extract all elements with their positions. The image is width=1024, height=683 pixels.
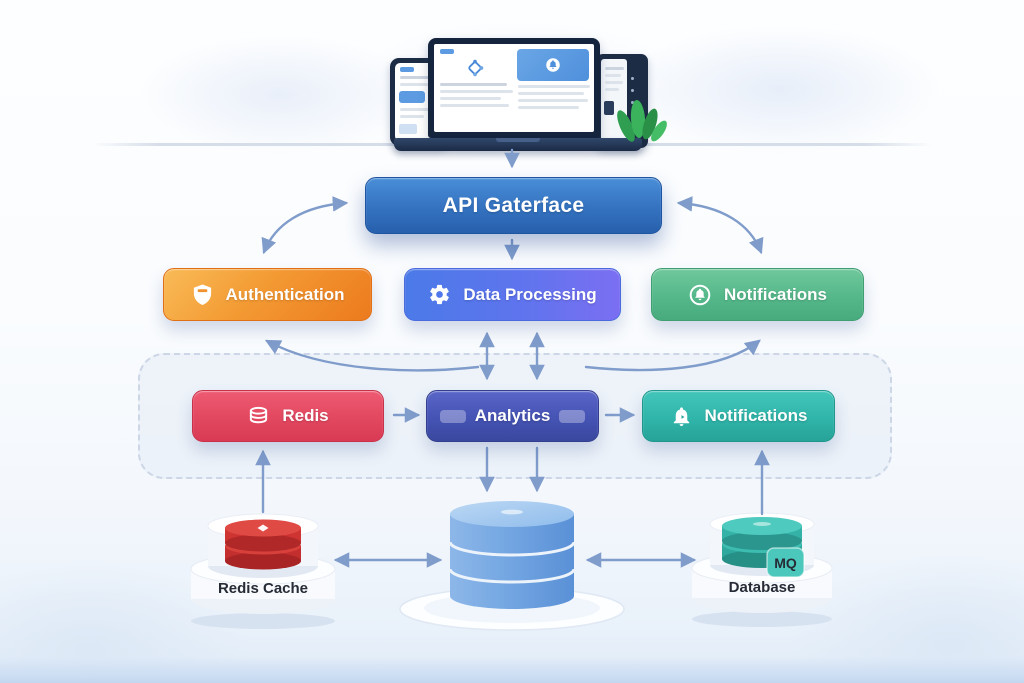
ghost-chip-icon: [559, 409, 586, 423]
database-label: Database: [729, 579, 796, 596]
screen-left-panel: [439, 49, 513, 127]
bell-icon: [673, 406, 689, 426]
database-cylinder: MQ Database: [691, 512, 833, 627]
notifications-queue-label: Notifications: [704, 406, 808, 425]
data-processing-label: Data Processing: [463, 284, 597, 304]
bottom-strip: [0, 657, 1024, 683]
redis-cache-cylinder: Redis Cache: [190, 513, 336, 629]
arrow-zone-to-notifications: [584, 339, 761, 372]
plant-icon: [617, 100, 667, 142]
redis-label: Redis: [282, 406, 329, 425]
redis-node: Redis: [192, 390, 384, 442]
laptop: [428, 38, 600, 138]
gear-icon: [430, 284, 450, 305]
api-gateway-node: API Gaterface: [365, 177, 662, 234]
notifications-service-node: Notifications: [651, 268, 864, 321]
api-gateway-label: API Gaterface: [442, 193, 585, 217]
phone-accent-chip: [400, 67, 414, 72]
devices-illustration: [388, 36, 667, 152]
bell-circle-icon: [546, 58, 560, 72]
tablet: [596, 54, 648, 148]
mq-badge-label: MQ: [774, 555, 797, 571]
redis-cache-label: Redis Cache: [218, 580, 308, 597]
laptop-screen-content: [434, 44, 594, 132]
authentication-label: Authentication: [225, 284, 345, 304]
analytics-label: Analytics: [474, 406, 551, 425]
notifications-service-label: Notifications: [724, 284, 827, 304]
ghost-chip-icon: [439, 409, 466, 423]
mq-badge: MQ: [766, 547, 805, 578]
notifications-queue-node: Notifications: [642, 390, 835, 442]
network-diamond-icon: [468, 59, 484, 77]
analytics-node: Analytics: [426, 390, 599, 442]
arrow-gateway-notifications: [676, 196, 764, 255]
arrow-zone-to-authentication: [264, 339, 480, 372]
screen-banner: [516, 49, 589, 81]
shield-icon: [193, 284, 211, 306]
main-database-cylinder: [399, 501, 625, 631]
authentication-node: Authentication: [163, 268, 372, 321]
redis-discs: [225, 519, 301, 570]
data-processing-node: Data Processing: [404, 268, 621, 321]
database-icon: [250, 406, 268, 423]
screen-right-panel: [516, 49, 590, 127]
arrow-gateway-auth: [261, 196, 349, 255]
bell-circle-icon: [689, 284, 711, 305]
laptop-base: [394, 138, 642, 151]
screen-logo-chip: [440, 49, 454, 54]
